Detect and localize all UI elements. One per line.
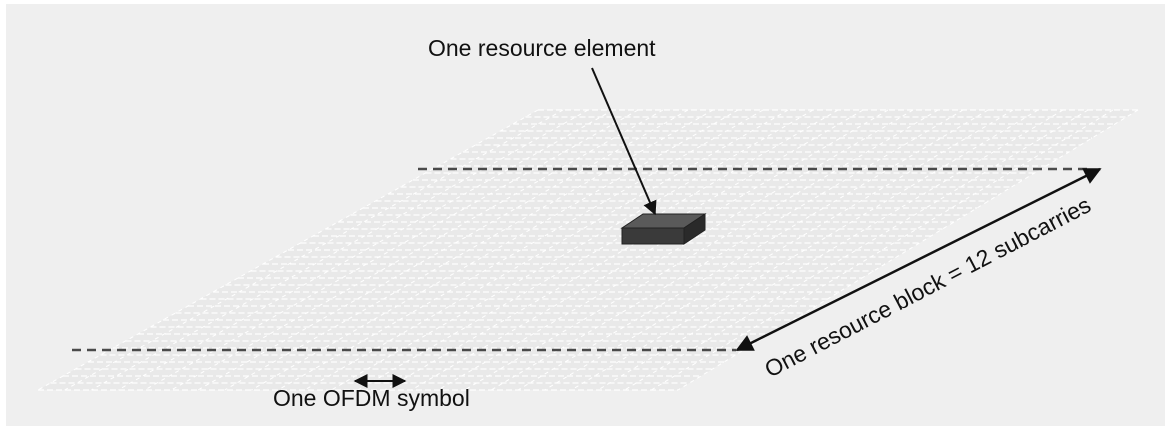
grid-column-line — [144, 109, 639, 391]
grid-column-line — [464, 109, 939, 391]
grid-column-line — [117, 109, 614, 391]
grid-column-line — [224, 109, 714, 391]
grid-column-line — [624, 109, 1089, 391]
resource-element-pointer-arrow — [591, 67, 657, 216]
grid-column-line — [304, 109, 789, 391]
grid-column-line — [197, 109, 689, 391]
resource-element-label: One resource element — [428, 35, 656, 61]
grid-column-line — [251, 109, 739, 391]
grid-column-line — [491, 109, 964, 391]
resource-element — [620, 213, 707, 245]
grid-column-line — [651, 109, 1114, 391]
grid-column-line — [171, 109, 664, 391]
ofdm-symbol-label: One OFDM symbol — [273, 385, 470, 411]
resource-element-front — [621, 227, 685, 245]
grid-column-line — [437, 109, 914, 391]
grid-column-line — [331, 109, 814, 391]
resource-element-side — [683, 213, 706, 245]
resource-block-double-arrow — [735, 167, 1102, 352]
grid-column-line — [277, 109, 764, 391]
grid-column-line — [91, 109, 589, 391]
grid-column-line — [597, 109, 1064, 391]
